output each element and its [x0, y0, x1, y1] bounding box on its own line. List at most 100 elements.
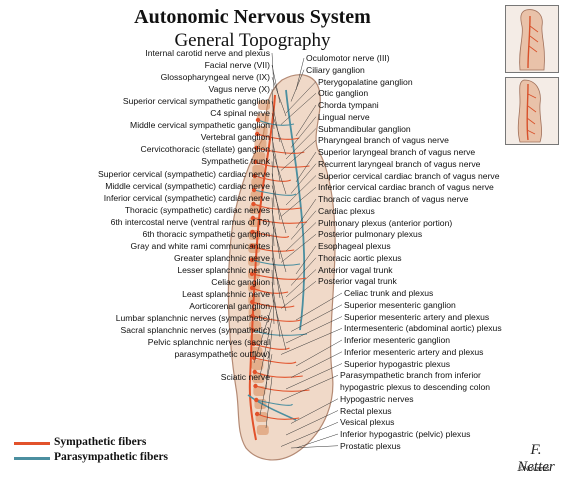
label-left-5: C4 spinal nerve	[210, 108, 270, 119]
leader-right-25	[290, 351, 343, 378]
nerve-branch	[252, 217, 308, 224]
label-right-27: Parasympathetic branch from inferior	[340, 370, 481, 381]
inset-figure-upper	[505, 5, 559, 73]
label-right-28: hypogastric plexus to descending colon	[340, 382, 491, 392]
label-right-12: Thoracic cardiac branch of vagus nerve	[318, 194, 469, 204]
label-left-19: Celiac ganglion	[211, 276, 270, 287]
nerve-branch	[252, 329, 308, 336]
label-right-18: Anterior vagal trunk	[318, 264, 393, 275]
ganglion-dot	[253, 159, 258, 165]
label-right-10: Superior cervical cardiac branch of vagu…	[318, 170, 500, 181]
label-left-7: Vertebral ganglion	[200, 132, 270, 143]
nerve-branch	[252, 231, 290, 238]
leader-left-8	[271, 149, 287, 195]
label-right-33: Prostatic plexus	[340, 440, 401, 451]
inset-upper-drawing	[519, 9, 545, 71]
leader-left-4	[271, 101, 281, 143]
label-left-11: Middle cervical (sympathetic) cardiac ne…	[105, 180, 270, 191]
leader-right-23	[280, 328, 343, 355]
sympathetic-trunk-line	[248, 94, 276, 441]
vertebra	[249, 204, 262, 214]
label-left-4: Superior cervical sympathetic ganglion	[122, 96, 270, 107]
nerve-branch	[254, 371, 303, 378]
leader-left-13	[271, 209, 281, 260]
label-right-5: Lingual nerve	[318, 111, 370, 122]
leader-lines	[253, 52, 343, 449]
ganglion-dot	[254, 411, 260, 417]
leader-left-25	[259, 354, 273, 416]
ganglion-dot	[254, 397, 259, 403]
ganglion-dot	[250, 313, 255, 319]
leader-left-9	[271, 161, 275, 208]
label-left-25: parasympathetic outflow)	[174, 349, 270, 360]
leader-right-29	[290, 398, 339, 424]
label-left-21: Aorticorenal ganglion	[189, 301, 270, 312]
label-left-23: Sacral splanchnic nerves (sympathetic)	[120, 325, 271, 336]
vertebra	[250, 191, 263, 201]
ganglion-dot	[250, 243, 255, 249]
legend-label-sympathetic: Sympathetic fibers	[54, 436, 147, 448]
leader-right-22	[285, 316, 343, 344]
leader-left-1	[271, 64, 281, 104]
label-right-31: Vesical plexus	[340, 417, 395, 428]
label-left-26: Sciatic nerve	[220, 372, 270, 382]
label-left-14: 6th intercostal nerve (ventral ramus of …	[110, 216, 270, 227]
label-right-14: Pulmonary plexus (anterior portion)	[318, 217, 453, 228]
diagram-title: Autonomic Nervous System	[134, 6, 371, 28]
pelvic-splanchnic-line	[247, 394, 297, 421]
label-right-0: Oculomotor nerve (III)	[306, 53, 390, 63]
leader-right-14	[285, 222, 317, 252]
label-right-23: Intermesenteric (abdominal aortic) plexu…	[344, 323, 502, 334]
legend-swatch-parasympathetic	[14, 457, 50, 460]
nerve-branch	[251, 259, 301, 266]
leader-right-26	[285, 363, 343, 390]
leader-right-2	[285, 81, 317, 114]
leader-left-20	[271, 293, 287, 351]
label-right-6: Submandibular ganglion	[318, 123, 411, 134]
label-right-7: Pharyngeal branch of vagus nerve	[318, 135, 449, 146]
vertebra	[250, 347, 263, 357]
nerve-branch	[256, 399, 293, 406]
leader-right-30	[285, 410, 339, 436]
label-right-3: Otic ganglion	[318, 88, 369, 99]
leader-right-33	[290, 445, 339, 449]
legend-label-parasympathetic: Parasympathetic fibers	[54, 451, 169, 463]
vertebra	[252, 165, 265, 175]
label-left-6: Middle cervical sympathetic ganglion	[130, 120, 270, 131]
label-right-17: Thoracic aortic plexus	[318, 252, 402, 263]
inset-lower-drawing	[517, 79, 542, 143]
leader-left-12	[271, 197, 275, 247]
nerve-branch	[251, 287, 289, 294]
leader-right-32	[295, 433, 339, 449]
label-right-16: Esophageal plexus	[318, 241, 391, 251]
ganglion-dot	[254, 145, 259, 151]
label-left-18: Lesser splanchnic nerve	[177, 264, 270, 275]
leader-right-11	[280, 187, 317, 217]
leader-left-10	[271, 173, 281, 221]
nerve-branch	[252, 301, 295, 308]
vertebra	[253, 152, 266, 162]
nerve-branch	[252, 315, 301, 322]
label-left-15: 6th thoracic sympathetic ganglion	[142, 228, 270, 239]
ganglion-dot	[249, 257, 255, 263]
nerve-branch	[254, 175, 292, 182]
leader-right-6	[285, 128, 317, 160]
leader-right-17	[290, 257, 317, 286]
label-left-3: Vagus nerve (X)	[208, 84, 270, 95]
label-right-4: Chorda tympani	[318, 100, 379, 110]
label-left-8: Cervicothoracic (stellate) ganglion	[140, 144, 270, 155]
leader-right-7	[280, 140, 317, 171]
ganglion-dot	[251, 201, 256, 207]
label-right-25: Inferior mesenteric artery and plexus	[344, 346, 484, 357]
label-right-19: Posterior vagal trunk	[318, 276, 397, 287]
leader-left-16	[271, 245, 281, 299]
label-right-29: Hypogastric nerves	[340, 393, 414, 404]
ganglion-dot	[250, 327, 256, 333]
leader-right-12	[295, 198, 317, 229]
leader-right-27	[280, 375, 339, 401]
label-left-13: Thoracic (sympathetic) cardiac nerves	[124, 204, 270, 215]
leader-right-8	[295, 151, 317, 183]
leader-left-5	[271, 113, 287, 156]
vertebra	[252, 373, 265, 383]
leader-right-0	[295, 57, 305, 91]
